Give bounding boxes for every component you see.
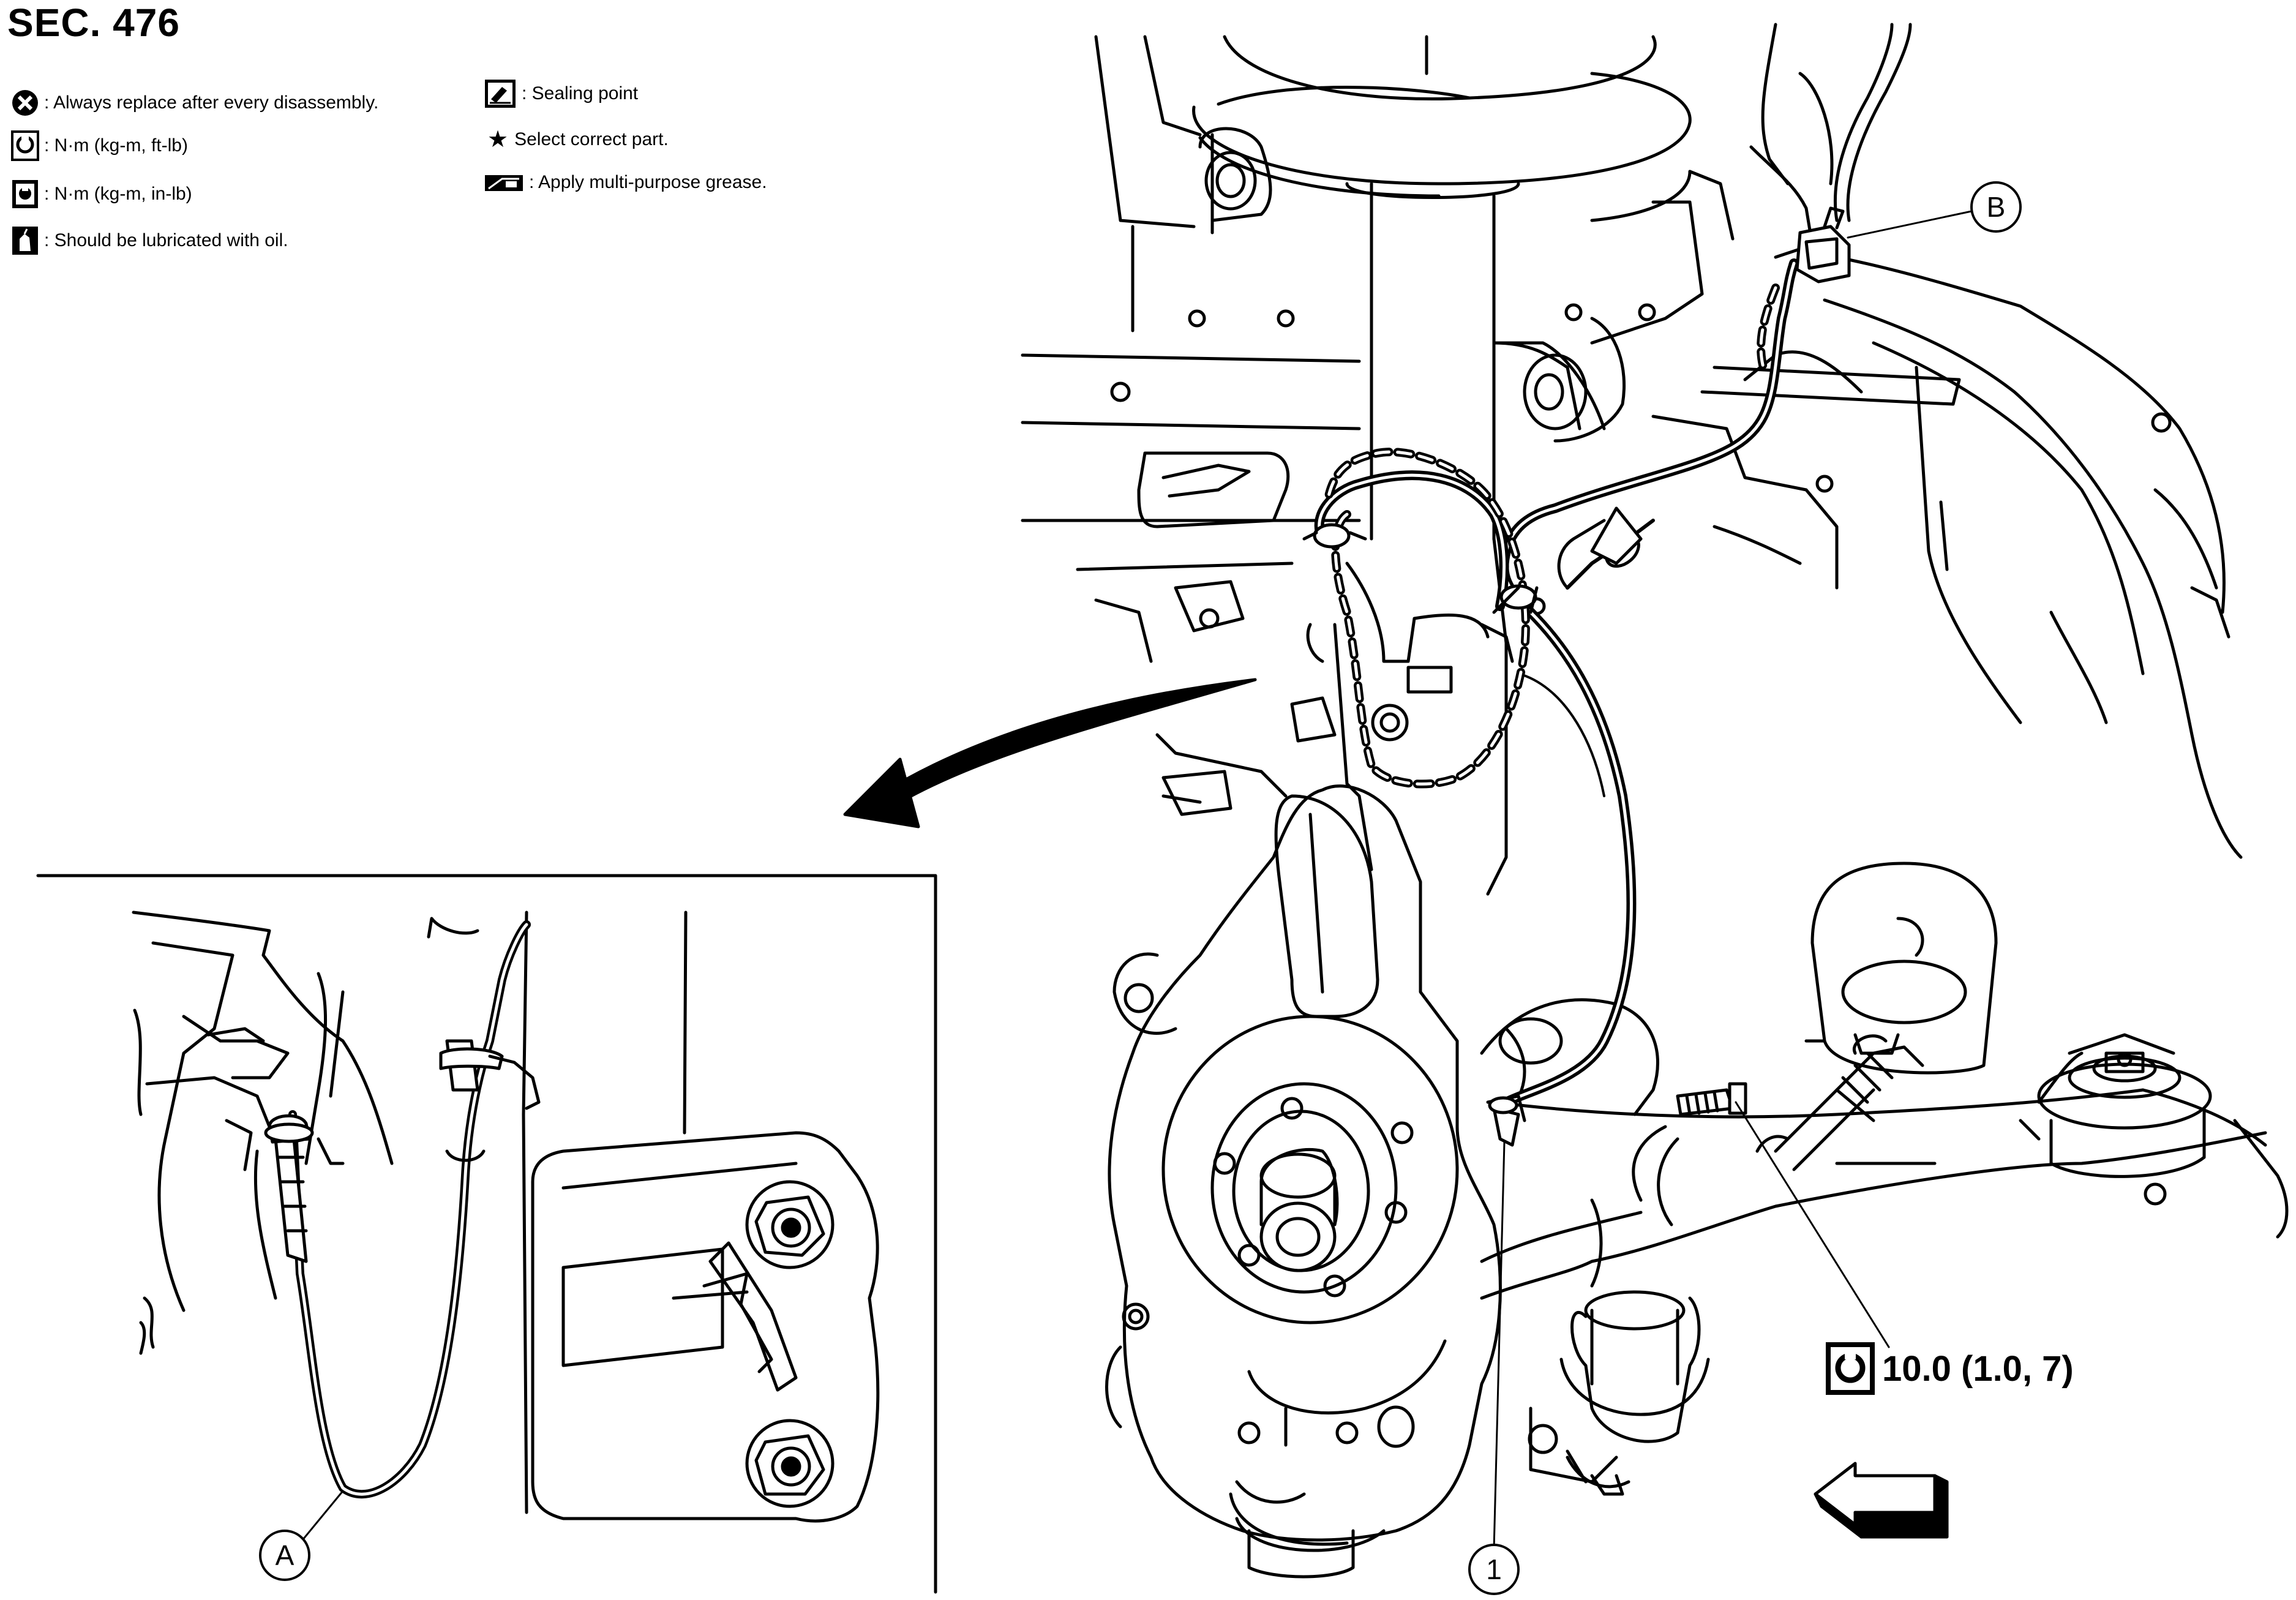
ball-joint <box>1528 1290 1710 1496</box>
steering-knuckle <box>1105 784 1502 1579</box>
tie-rod <box>1755 862 1998 1171</box>
star-icon: ★ <box>487 127 509 152</box>
chassis-panel <box>1021 23 1961 816</box>
callout-1: 1 <box>1468 1544 1520 1595</box>
legend-item-replace: : Always replace after every disassembly… <box>11 89 378 117</box>
legend-item-grease: : Apply multi-purpose grease. <box>484 171 767 193</box>
legend-label-oil: : Should be lubricated with oil. <box>44 230 288 250</box>
legend-label-select-part: Select correct part. <box>514 129 669 149</box>
section-title: SEC. 476 <box>7 1 180 45</box>
legend-item-sealing: : Sealing point <box>484 78 638 109</box>
callout-a: A <box>259 1530 310 1581</box>
front-direction-arrow <box>1814 1462 1949 1539</box>
sensor-bolt <box>1676 1082 1747 1116</box>
legend-item-select-part: ★ Select correct part. <box>487 126 669 153</box>
callout-1-label: 1 <box>1486 1553 1502 1585</box>
lower-control-arm <box>1480 998 2289 1300</box>
callout-b: B <box>1970 181 2022 233</box>
detail-pointer-arrow <box>843 678 1257 828</box>
legend-label-torque-ftlb: : N·m (kg-m, ft-lb) <box>44 135 188 156</box>
torque-value: 10.0 (1.0, 7) <box>1882 1348 2074 1389</box>
replace-x-icon <box>12 90 38 116</box>
legend-label-sealing: : Sealing point <box>522 83 639 103</box>
torque-wrench-icon <box>1826 1342 1875 1395</box>
torque-inlb-icon <box>12 180 38 208</box>
legend-label-torque-inlb: : N·m (kg-m, in-lb) <box>44 184 192 204</box>
sealing-icon <box>485 80 516 108</box>
torque-ftlb-icon <box>11 130 39 161</box>
callout-b-label: B <box>1987 191 2006 223</box>
callout-a-label: A <box>276 1539 295 1571</box>
legend-label-grease: : Apply multi-purpose grease. <box>529 172 767 192</box>
detail-inset <box>36 874 937 1594</box>
legend-item-torque-inlb: : N·m (kg-m, in-lb) <box>11 179 192 209</box>
inset-bracket <box>522 911 880 1523</box>
inset-sensor-harness <box>264 920 541 1499</box>
legend-item-torque-ftlb: : N·m (kg-m, ft-lb) <box>11 130 188 161</box>
legend-item-oil: : Should be lubricated with oil. <box>11 225 288 256</box>
legend-label-replace: : Always replace after every disassembly… <box>44 92 379 113</box>
inset-left-panel <box>132 911 479 1355</box>
grease-icon <box>485 175 523 191</box>
oil-can-icon <box>12 227 38 255</box>
fender-liner <box>1651 255 2243 859</box>
sensor-harness <box>1302 23 1912 1147</box>
leader-lines <box>299 210 1973 1550</box>
torque-spec: 10.0 (1.0, 7) <box>1825 1341 2074 1396</box>
